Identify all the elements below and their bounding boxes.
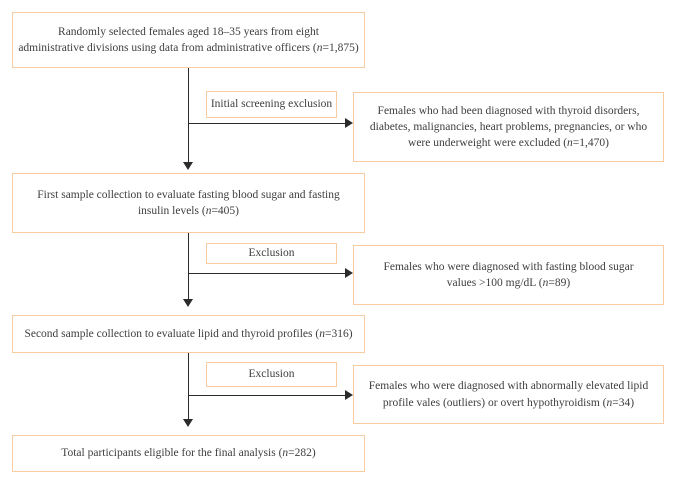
connector-line-vertical-2 [188, 233, 189, 299]
arrowhead-down-3 [183, 419, 193, 427]
arrowhead-right-2 [345, 268, 353, 278]
box-excluded-screening: Females who had been diagnosed with thyr… [353, 92, 664, 162]
text-post: =34) [612, 396, 635, 409]
box-final-analysis-text: Total participants eligible for the fina… [61, 445, 315, 461]
text-pre: Females who were diagnosed with fasting … [383, 260, 634, 289]
connector-line-horizontal-2 [188, 273, 345, 274]
box-final-analysis: Total participants eligible for the fina… [12, 435, 365, 472]
box-second-sample-collection: Second sample collection to evaluate lip… [12, 315, 365, 353]
text-post: =282) [288, 447, 316, 460]
label-exclusion-3: Exclusion [206, 362, 337, 387]
box-excluded-lipid-text: Females who were diagnosed with abnormal… [369, 378, 648, 411]
box-population-text: Randomly selected females aged 18–35 yea… [18, 24, 358, 57]
box-population: Randomly selected females aged 18–35 yea… [12, 12, 365, 68]
connector-line-horizontal-3 [188, 395, 345, 396]
text-pre: Randomly selected females aged 18–35 yea… [18, 25, 319, 54]
arrowhead-down-1 [183, 162, 193, 170]
label-initial-screening-exclusion: Initial screening exclusion [206, 91, 337, 118]
text-post: =405) [211, 205, 240, 217]
box-first-sample-collection: First sample collection to evaluate fast… [12, 173, 365, 233]
text-pre: Second sample collection to evaluate lip… [24, 327, 320, 340]
n-symbol: n [606, 396, 613, 409]
box-excluded-screening-text: Females who had been diagnosed with thyr… [370, 103, 647, 152]
box-excluded-fasting-blood-sugar: Females who were diagnosed with fasting … [353, 245, 664, 305]
box-first-sample-text: First sample collection to evaluate fast… [37, 187, 339, 220]
text-pre: First sample collection to evaluate fast… [37, 188, 340, 217]
box-second-sample-text: Second sample collection to evaluate lip… [24, 326, 352, 342]
connector-line-horizontal-1 [188, 123, 345, 124]
n-symbol: n [282, 447, 289, 460]
n-symbol: n [567, 137, 573, 150]
arrowhead-down-2 [183, 299, 193, 307]
text-pre: Females who were diagnosed with abnormal… [368, 380, 649, 409]
text-post: =316) [324, 327, 353, 340]
connector-line-vertical-1 [188, 68, 189, 162]
label-exclusion-3-text: Exclusion [248, 368, 295, 381]
label-initial-screening-exclusion-text: Initial screening exclusion [210, 98, 333, 111]
text-post: =89) [548, 277, 571, 289]
arrowhead-right-3 [345, 390, 353, 400]
label-exclusion-2-text: Exclusion [248, 247, 295, 260]
n-symbol: n [316, 42, 323, 54]
box-excluded-fbs-text: Females who were diagnosed with fasting … [383, 259, 633, 292]
label-exclusion-2: Exclusion [206, 243, 337, 264]
text-post: =1,875) [322, 42, 359, 54]
box-excluded-lipid-profile: Females who were diagnosed with abnormal… [353, 365, 664, 424]
arrowhead-right-1 [345, 118, 353, 128]
text-post: =1,470) [572, 137, 609, 150]
n-symbol: n [205, 205, 212, 217]
text-pre: Total participants eligible for the fina… [61, 447, 283, 460]
n-symbol: n [542, 277, 549, 289]
n-symbol: n [319, 327, 325, 340]
connector-line-vertical-3 [188, 353, 189, 419]
text-pre: Females who had been diagnosed with thyr… [369, 104, 648, 150]
